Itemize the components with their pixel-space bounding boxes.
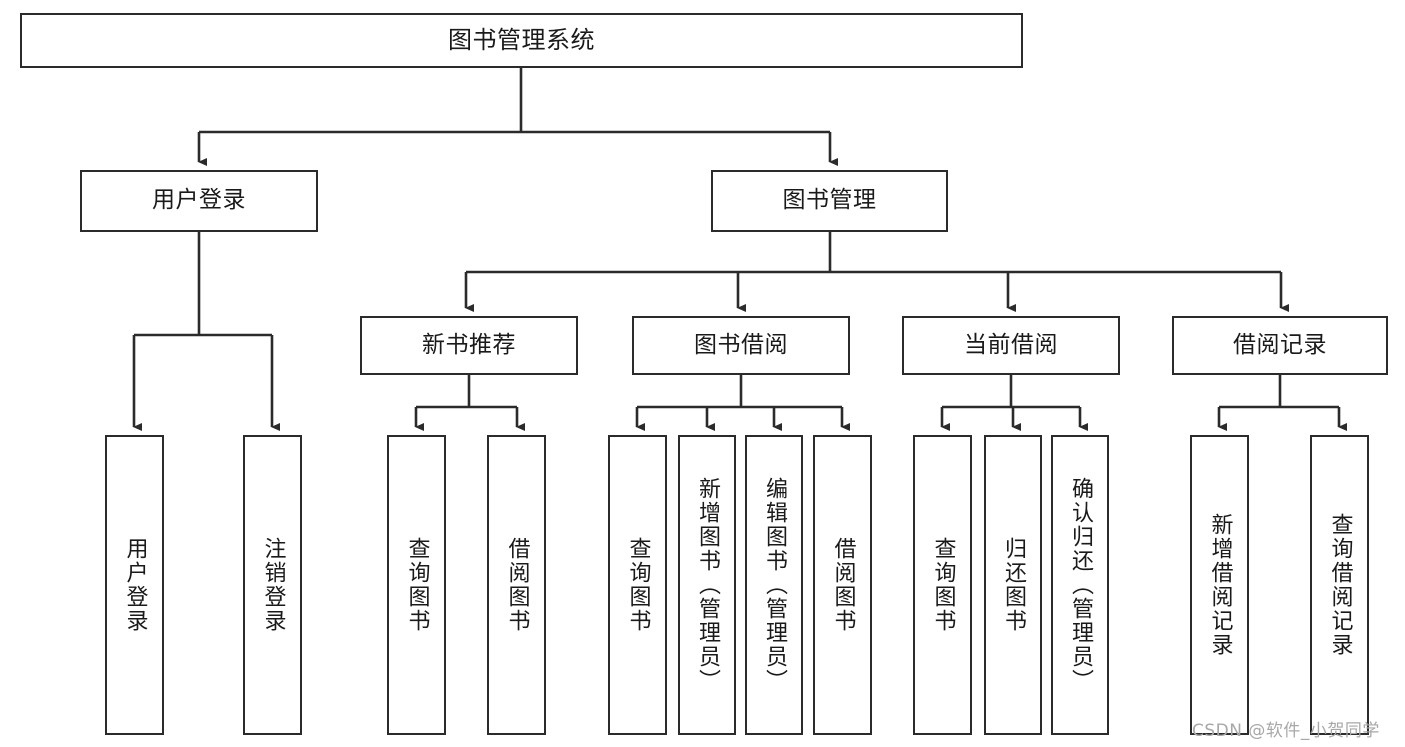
node-root[interactable]: 图书管理系统: [20, 13, 1023, 68]
node-book-management[interactable]: 图书管理: [711, 170, 948, 232]
node-book-management-label: 图书管理: [782, 187, 877, 214]
node-root-label: 图书管理系统: [448, 26, 595, 55]
node-borrow-records-label: 借阅记录: [1233, 331, 1327, 358]
leaf-borrow-books-recommend[interactable]: 借阅图书: [487, 435, 546, 735]
leaf-return-books[interactable]: 归还图书: [984, 435, 1042, 735]
node-book-borrowing-label: 图书借阅: [694, 331, 788, 358]
leaf-add-borrow-record[interactable]: 新增借阅记录: [1190, 435, 1249, 735]
leaf-borrow-books-borrowing[interactable]: 借阅图书: [813, 435, 872, 735]
leaf-return-books-label: 归还图书: [1001, 537, 1026, 633]
leaf-query-books-borrowing-label: 查询图书: [625, 537, 651, 633]
leaf-query-books-current[interactable]: 查询图书: [913, 435, 972, 735]
leaf-logout[interactable]: 注销登录: [243, 435, 302, 735]
leaf-edit-book-admin[interactable]: 编辑图书（管理员）: [745, 435, 803, 735]
node-book-borrowing[interactable]: 图书借阅: [632, 316, 850, 375]
leaf-add-borrow-record-label: 新增借阅记录: [1207, 513, 1233, 657]
node-user-login-label: 用户登录: [152, 187, 246, 214]
leaf-confirm-return-admin-label: 确认归还（管理员）: [1068, 477, 1093, 693]
leaf-borrow-books-borrowing-label: 借阅图书: [830, 537, 856, 633]
leaf-query-borrow-record[interactable]: 查询借阅记录: [1310, 435, 1369, 735]
node-current-borrowing[interactable]: 当前借阅: [902, 316, 1120, 375]
leaf-query-books-recommend[interactable]: 查询图书: [387, 435, 446, 735]
leaf-query-books-current-label: 查询图书: [930, 537, 956, 633]
leaf-confirm-return-admin[interactable]: 确认归还（管理员）: [1051, 435, 1109, 735]
leaf-query-books-borrowing[interactable]: 查询图书: [608, 435, 667, 735]
node-current-borrowing-label: 当前借阅: [964, 331, 1058, 358]
leaf-add-book-admin[interactable]: 新增图书（管理员）: [678, 435, 736, 735]
leaf-query-books-recommend-label: 查询图书: [404, 537, 430, 633]
leaf-query-borrow-record-label: 查询借阅记录: [1327, 513, 1353, 657]
csdn-watermark: CSDN @软件_小贺同学: [1192, 721, 1380, 741]
leaf-user-login-label: 用户登录: [122, 537, 148, 633]
node-new-book-recommendation-label: 新书推荐: [422, 331, 516, 358]
node-new-book-recommendation[interactable]: 新书推荐: [360, 316, 578, 375]
leaf-logout-label: 注销登录: [260, 537, 286, 633]
leaf-user-login[interactable]: 用户登录: [105, 435, 164, 735]
node-user-login[interactable]: 用户登录: [80, 170, 318, 232]
leaf-edit-book-admin-label: 编辑图书（管理员）: [762, 477, 787, 693]
node-borrow-records[interactable]: 借阅记录: [1172, 316, 1388, 375]
leaf-add-book-admin-label: 新增图书（管理员）: [695, 477, 720, 693]
leaf-borrow-books-recommend-label: 借阅图书: [504, 537, 530, 633]
